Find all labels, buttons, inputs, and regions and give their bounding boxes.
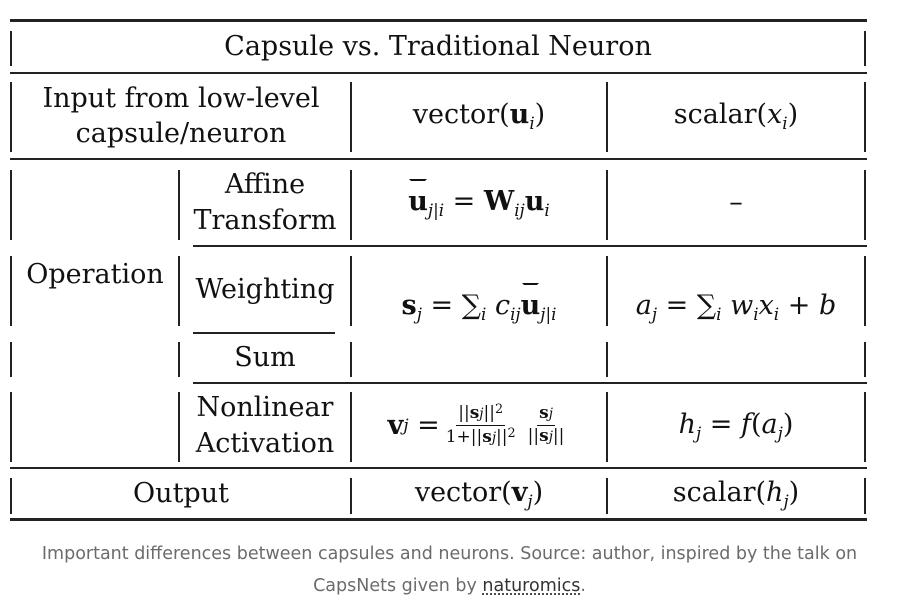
nonlinear-label-line2: Activation: [195, 427, 335, 459]
vrule-right-weighting: [864, 256, 866, 326]
vrule-left-affine: [10, 170, 12, 240]
vrule-left-output: [10, 478, 12, 514]
affine-neuron-dash: –: [729, 186, 743, 218]
rule-sum-bottom: [193, 382, 867, 384]
vrule-col3-affine: [606, 170, 608, 240]
vrule-col3-sum: [606, 342, 608, 377]
vrule-left-weighting: [10, 256, 12, 326]
vrule-sub-sum: [178, 342, 180, 377]
vrule-col2-weighting: [350, 256, 352, 326]
output-neuron-cell: scalar(hj): [672, 476, 800, 511]
rule-title-bottom: [10, 72, 867, 74]
vrule-sub-nonlinear: [178, 392, 180, 462]
output-capsule-cell: vector(vj): [414, 476, 544, 511]
vrule-right-input: [864, 82, 866, 152]
vrule-right-output: [864, 478, 866, 514]
weighting-capsule-formula: sj = ∑i cijuj|i: [401, 283, 557, 325]
affine-label-line2: Transform: [193, 204, 337, 236]
nonlinear-neuron-formula: hj = f(aj): [678, 408, 794, 443]
affine-capsule-formula: uj|i = Wijui: [408, 178, 550, 220]
vrule-col3-input: [606, 82, 608, 152]
output-label: Output: [133, 477, 229, 509]
input-label-line2: capsule/neuron: [75, 118, 287, 149]
caption-period: .: [580, 576, 586, 596]
vrule-left-input: [10, 82, 12, 152]
input-label-line1: Input from low-level: [42, 82, 320, 114]
vrule-col2-sum: [350, 342, 352, 377]
sum-label: Sum: [234, 342, 296, 374]
operation-label: Operation: [26, 259, 164, 291]
vrule-col3-output: [606, 478, 608, 514]
rule-top: [10, 19, 867, 22]
naturomics-link[interactable]: naturomics: [482, 576, 581, 596]
figure-caption: Important differences between capsules a…: [0, 538, 899, 602]
vrule-col2-input: [350, 82, 352, 152]
rule-affine-bottom: [193, 245, 867, 247]
input-neuron-cell: scalar(xi): [673, 99, 799, 134]
rule-operation-bottom: [10, 467, 867, 469]
rule-bottom: [10, 518, 867, 521]
nonlinear-label: Nonlinear Activation: [180, 384, 350, 467]
affine-label-line1: Affine: [224, 169, 306, 201]
input-row-label: Input from low-level capsule/neuron: [12, 74, 350, 158]
vrule-right-sum: [864, 342, 866, 377]
vrule-left-sum: [10, 342, 12, 377]
rule-input-bottom: [10, 158, 867, 160]
table-title: Capsule vs. Traditional Neuron: [224, 31, 652, 63]
nonlinear-label-line1: Nonlinear: [196, 392, 334, 424]
vrule-col2-affine: [350, 170, 352, 240]
comparison-table: Capsule vs. Traditional Neuron Input fro…: [10, 19, 867, 521]
weighting-neuron-formula: aj = ∑i wixi + b: [635, 290, 837, 325]
weighting-label: Weighting: [195, 274, 335, 306]
vrule-col3-weighting: [606, 256, 608, 326]
vrule-col2-nonlinear: [350, 392, 352, 462]
vrule-left-nonlinear: [10, 392, 12, 462]
vrule-right-nonlinear: [864, 392, 866, 462]
vrule-sub-weighting: [178, 256, 180, 326]
affine-label: Affine Transform: [180, 160, 350, 245]
vrule-right-title: [864, 31, 866, 66]
vrule-sub-affine: [178, 170, 180, 240]
rule-weighting-bottom: [193, 332, 335, 334]
input-capsule-cell: vector(ui): [412, 99, 546, 134]
vrule-right-affine: [864, 170, 866, 240]
vrule-col3-nonlinear: [606, 392, 608, 462]
vrule-col2-output: [350, 478, 352, 514]
caption-text: Important differences between capsules a…: [41, 544, 858, 596]
vrule-left-title: [10, 31, 12, 66]
